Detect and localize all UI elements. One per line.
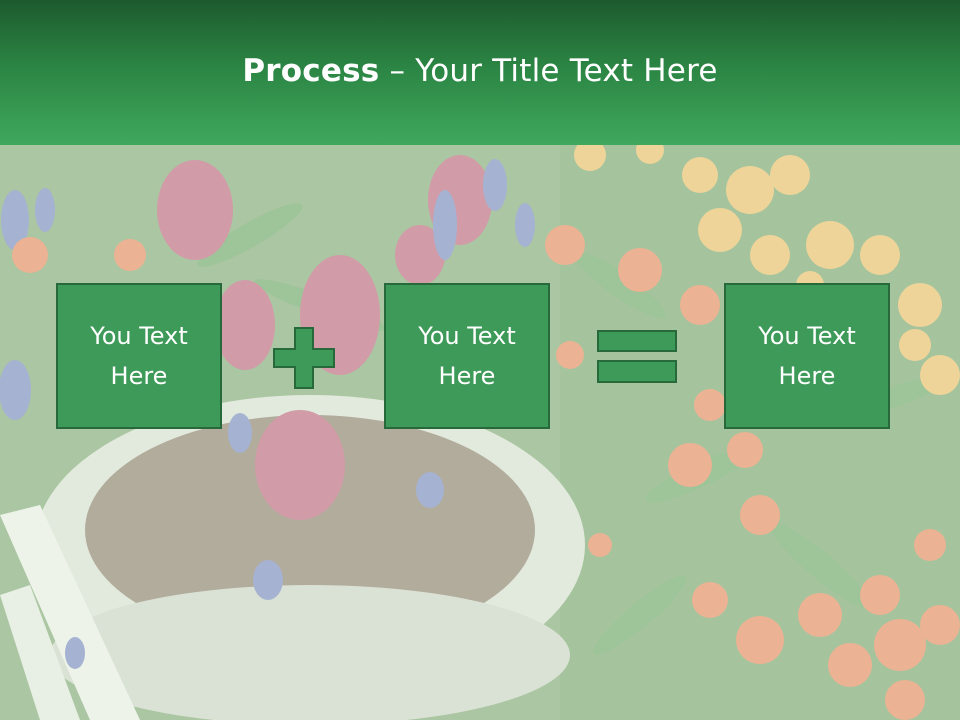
process-box-2-text: You Text Here	[418, 322, 516, 390]
equals-icon	[597, 330, 677, 383]
title-bold: Process	[242, 53, 380, 89]
title-dash: –	[379, 53, 416, 89]
process-box-1-text: You Text Here	[90, 322, 188, 390]
title-rest: Your Title Text Here	[415, 53, 718, 89]
process-box-3[interactable]: You Text Here	[724, 283, 890, 429]
process-box-1[interactable]: You Text Here	[56, 283, 222, 429]
title-bar: Process – Your Title Text Here	[0, 0, 960, 145]
process-box-3-text: You Text Here	[758, 322, 856, 390]
process-box-2[interactable]: You Text Here	[384, 283, 550, 429]
slide-title: Process – Your Title Text Here	[242, 53, 717, 89]
plus-icon	[273, 327, 335, 389]
background-wash-overlay	[0, 145, 960, 720]
